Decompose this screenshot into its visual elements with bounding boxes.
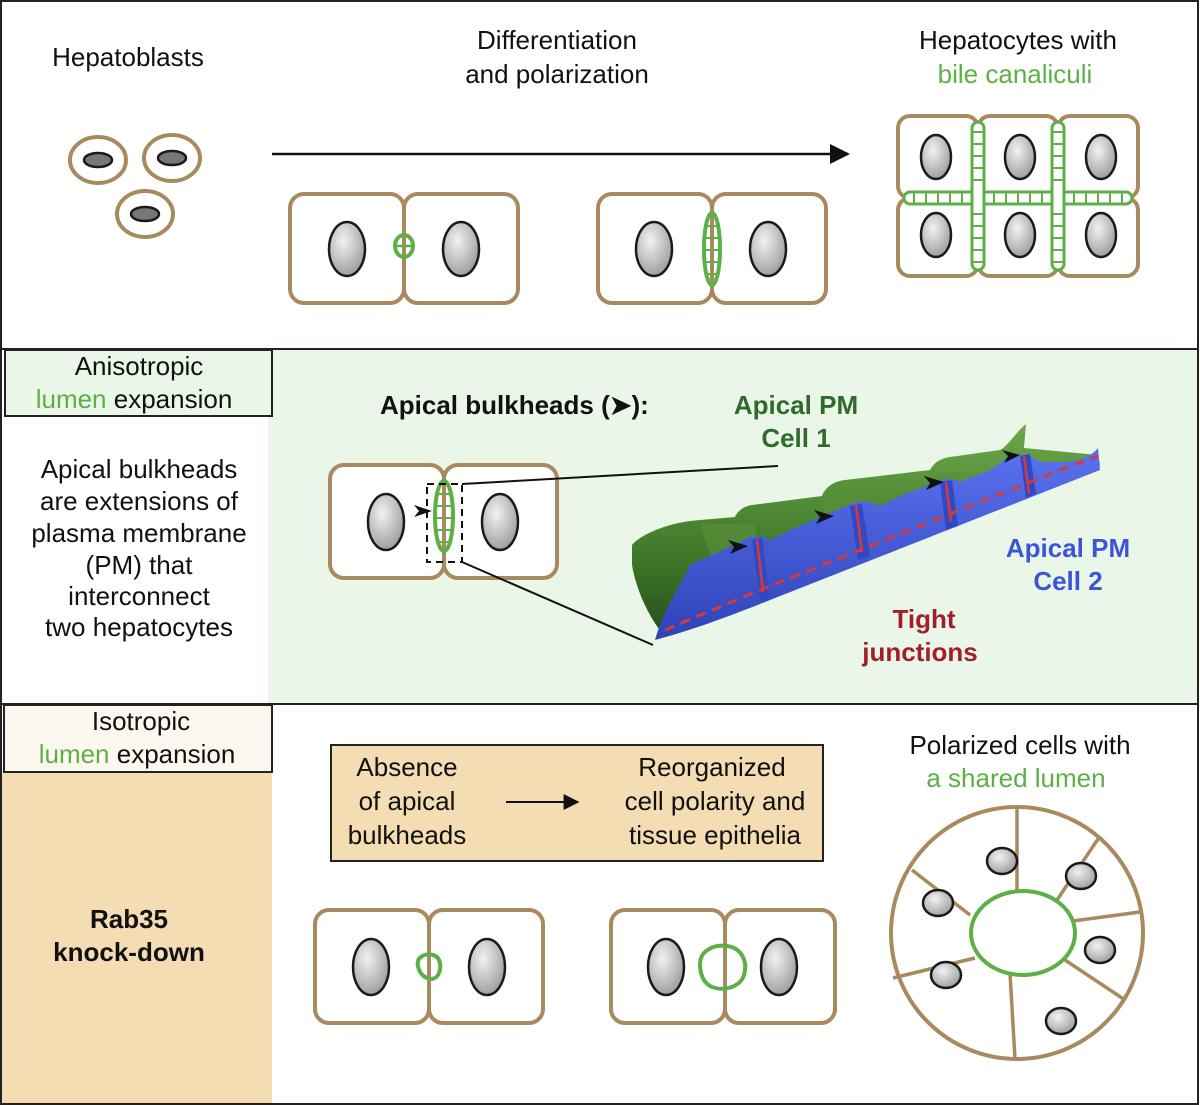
bile-canaliculi-network — [902, 120, 1134, 272]
cell-pair-bulkheads — [328, 463, 779, 646]
reorganized-line1: Reorganized — [638, 752, 785, 782]
polarized-cyst — [889, 805, 1145, 1061]
shared-lumen-label: a shared lumen — [926, 763, 1105, 793]
bulkhead-arrow-1 — [728, 540, 748, 554]
expansion-word: expansion — [107, 384, 233, 414]
hepatoblast-cells — [68, 133, 202, 239]
zoom-line-bottom — [461, 561, 654, 646]
differentiation-label-line1: Differentiation — [477, 25, 637, 55]
bile-canaliculi-label: bile canaliculi — [938, 59, 1093, 89]
hepatoblasts-label: Hepatoblasts — [52, 42, 204, 72]
anisotropic-lumen-expansion: lumen expansion — [36, 384, 233, 414]
apical-pm-cell1-line1: Apical PM — [734, 390, 858, 420]
tight-junctions-line1: Tight — [892, 604, 955, 634]
desc-line-1: Apical bulkheads — [41, 454, 238, 484]
anisotropic-box — [4, 349, 273, 417]
reorganized-line2: cell polarity and — [625, 786, 806, 816]
isotropic-box — [3, 704, 273, 773]
tight-junctions-line2: junctions — [861, 637, 978, 667]
zoom-box — [426, 483, 463, 563]
desc-line-2: are extensions of — [40, 486, 239, 516]
polarized-cells-line1: Polarized cells with — [909, 730, 1130, 760]
bulkhead-arrow-2 — [814, 510, 834, 524]
zoom-line-top — [461, 465, 779, 485]
isotropic-lumen-expansion: lumen expansion — [39, 739, 236, 769]
lumen-word-bottom: lumen — [39, 739, 110, 769]
apical-bulkheads-title: Apical bulkheads (➤): — [380, 390, 649, 420]
tight-junctions-line — [664, 454, 1099, 632]
absence-line3: bulkheads — [348, 820, 467, 850]
desc-line-6: two hepatocytes — [45, 612, 233, 642]
differentiation-label-line2: and polarization — [465, 59, 649, 89]
lumen-word: lumen — [36, 384, 107, 414]
isotropic-label: Isotropic — [92, 706, 190, 736]
bulkhead-arrow-4 — [1002, 450, 1020, 463]
rab35-label: Rab35 — [90, 904, 168, 934]
absence-line1: Absence — [356, 752, 457, 782]
expansion-word-bottom: expansion — [110, 739, 236, 769]
rab35-panel-bg — [2, 772, 272, 1103]
desc-line-5: interconnect — [68, 581, 210, 611]
apical-pm-cell2-line1: Apical PM — [1006, 533, 1130, 563]
anisotropic-label: Anisotropic — [75, 351, 204, 381]
apical-pm-cell2-line2: Cell 2 — [1033, 566, 1102, 596]
knockdown-cell-pair-small-lumen — [313, 908, 545, 1025]
apical-pm-cell1-line2: Cell 1 — [761, 423, 830, 453]
hepatocytes-label-line1: Hepatocytes with — [919, 25, 1117, 55]
shared-lumen — [969, 889, 1077, 977]
apical-bulkheads-description: Apical bulkheads are extensions of plasm… — [31, 454, 246, 642]
absence-line2: of apical — [359, 786, 456, 816]
desc-line-4: (PM) that — [86, 550, 194, 580]
cell-pair-early — [288, 192, 520, 305]
cell-pair-elongated-lumen — [596, 192, 828, 305]
reorganized-line3: tissue epithelia — [629, 820, 802, 850]
bulkhead-arrow-3 — [924, 476, 944, 490]
hepatocyte-grid — [896, 114, 1140, 278]
bile-canaliculus-3d-model — [632, 424, 1100, 640]
desc-line-3: plasma membrane — [31, 518, 246, 548]
knockdown-label: knock-down — [53, 937, 205, 967]
bulkhead-pointer-arrow — [414, 505, 432, 517]
knockdown-cell-pair-large-lumen — [609, 908, 837, 1025]
